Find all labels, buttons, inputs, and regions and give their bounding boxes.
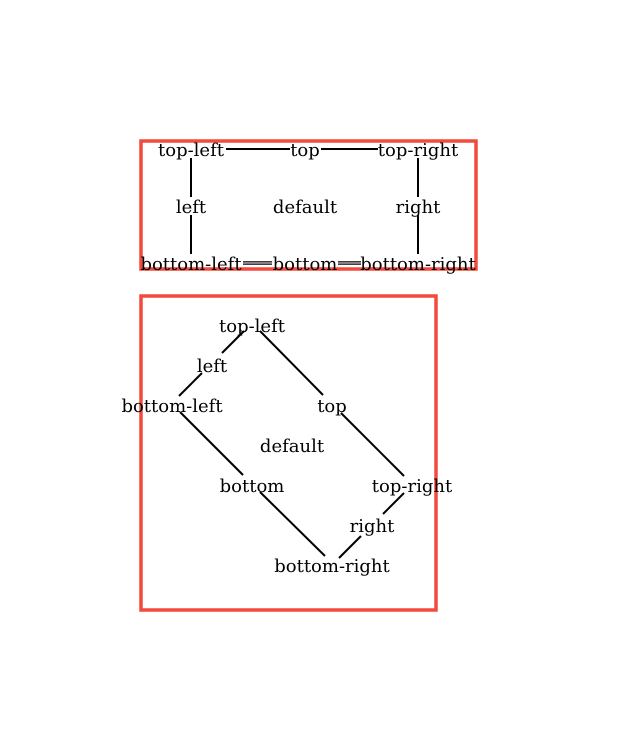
rotated-node-bottom-right: bottom-right	[274, 556, 390, 577]
rotated-diagram: top-left left bottom-left top default bo…	[121, 294, 453, 612]
rotated-node-top-right: top-right	[372, 476, 453, 497]
rotated-node-top: top	[317, 396, 347, 417]
grid-node-bottom-left: bottom-left	[140, 254, 242, 275]
rotated-edge-right-to-bottom-right	[338, 535, 362, 559]
grid-node-top-right: top-right	[378, 140, 459, 161]
rotated-edge-bottom-left-to-bottom	[179, 411, 244, 476]
grid-node-default: default	[273, 197, 338, 218]
rotated-node-bottom-left: bottom-left	[121, 396, 223, 417]
grid-node-bottom: bottom	[273, 254, 338, 275]
rotated-edge-bottom-to-bottom-right	[259, 491, 326, 557]
rotated-edge-top-right-to-right	[382, 492, 405, 515]
grid-node-top: top	[290, 140, 320, 161]
grid-node-left: left	[176, 197, 207, 218]
grid-diagram: top-left top top-right left default righ…	[139, 139, 478, 275]
grid-node-right: right	[396, 197, 441, 218]
rotated-frame	[139, 294, 438, 612]
grid-frame	[139, 139, 478, 271]
rotated-edge-left-to-bottom-left	[178, 372, 203, 397]
rotated-edge-top-to-top-right	[340, 412, 405, 477]
rotated-edge-top-left-to-left	[221, 330, 245, 354]
grid-node-top-left: top-left	[158, 140, 225, 161]
rotated-edge-top-left-to-top	[259, 330, 324, 396]
grid-node-bottom-right: bottom-right	[360, 254, 476, 275]
rotated-node-left: left	[197, 356, 228, 377]
rotated-node-default: default	[260, 436, 325, 457]
rotated-node-right: right	[350, 516, 395, 537]
rotated-node-top-left: top-left	[219, 316, 286, 337]
rotated-node-bottom: bottom	[220, 476, 285, 497]
